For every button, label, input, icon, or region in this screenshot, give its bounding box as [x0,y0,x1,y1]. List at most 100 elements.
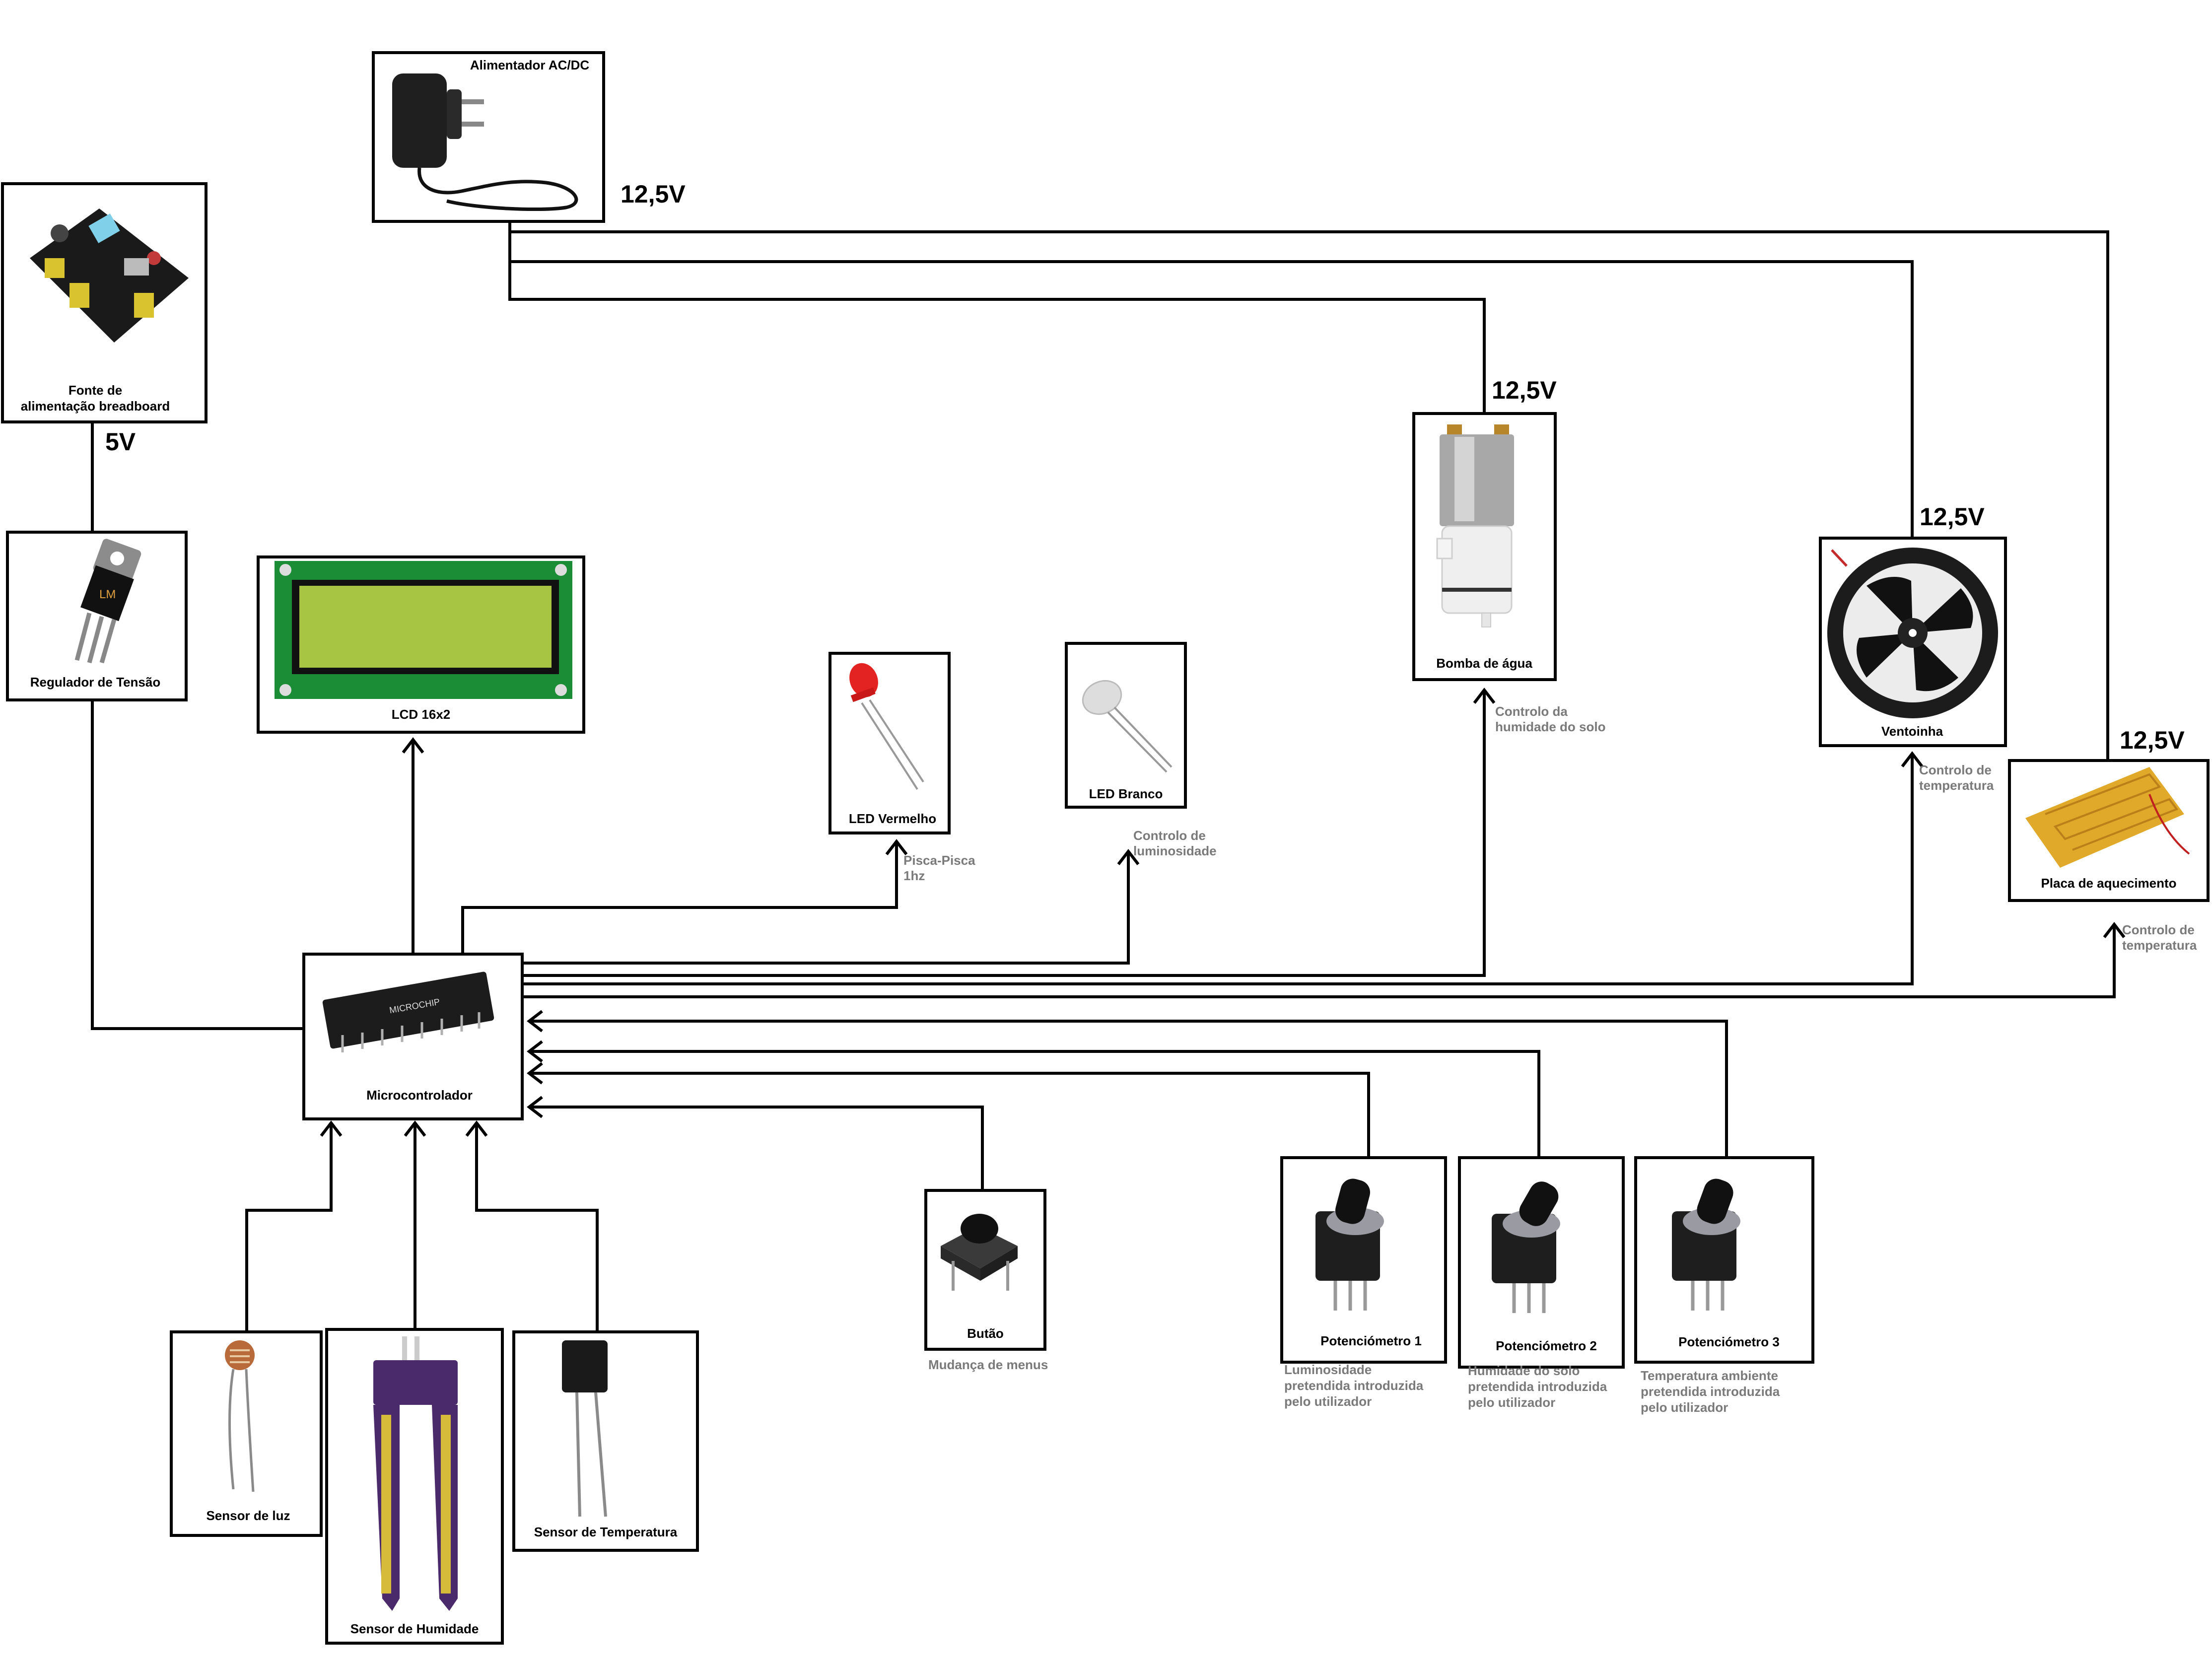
led-white-block: LED Branco [1065,642,1187,809]
breadboard-supply-icon [30,208,189,343]
led-white-note-line1: Controlo de [1133,828,1206,843]
humidity-sensor-box [325,1328,504,1645]
lcd-icon [275,561,572,699]
button-note: Mudança de menus [928,1357,1048,1372]
wire-pot1-mcu [529,1072,1370,1158]
heater-voltage: 12,5V [2120,726,2185,754]
led-white-label: LED Branco [1089,786,1163,801]
heater-block: Placa de aquecimento [2008,759,2210,902]
arrowhead-light-sensor [320,1120,343,1137]
adapter-label: Alimentador AC/DC [470,58,589,72]
led-red-block: LED Vermelho [829,652,951,834]
arrowhead-temp-sensor [465,1120,488,1137]
svg-text:LM: LM [99,588,116,601]
fan-note: Controlo de temperatura [1919,763,1994,793]
pot2-note-line1: Humidade do solo [1468,1363,1580,1378]
led-red-box [829,652,951,834]
regulator-label: Regulador de Tensão [30,675,160,690]
light-sensor-block: Sensor de luz [170,1330,323,1537]
regulator-block: LM Regulador de Tensão [6,531,188,701]
potentiometer-icon [1492,1181,1560,1313]
pot3-note-line2: pretendida introduzida [1641,1384,1780,1399]
led-white-note: Controlo de luminosidade [1133,828,1217,858]
fan-note-line2: temperatura [1919,778,1994,793]
arrowhead-heater [2103,922,2126,938]
pot3-note-line1: Temperatura ambiente [1641,1368,1778,1383]
temp-sensor-icon [562,1340,608,1517]
wire-mcu-fan [522,754,1914,985]
button-label: Butão [967,1326,1004,1341]
pot3-note-line3: pelo utilizador [1641,1400,1728,1415]
arrowhead-pot1 [527,1062,543,1085]
fan-label: Ventoinha [1881,724,1943,739]
red-led-icon [849,663,924,790]
arrowhead-lcd [402,737,424,754]
adapter-voltage: 12,5V [621,180,686,208]
arrowhead-pump [1473,688,1496,704]
pump-icon [1436,424,1514,627]
led-red-note-line2: 1hz [903,868,925,883]
wire-regulator-mcu [91,700,304,1030]
led-red-note: Pisca-Pisca 1hz [903,853,975,883]
fan-block: Ventoinha [1819,537,2007,747]
light-sensor-label: Sensor de luz [206,1508,290,1523]
pot3-note: Temperatura ambiente pretendida introduz… [1641,1368,1780,1415]
wire-button-mcu [529,1106,984,1190]
arrowhead-pot2 [527,1040,543,1063]
fan-voltage: 12,5V [1920,503,1985,531]
heater-note-line2: temperatura [2122,938,2197,953]
humidity-sensor-block: Sensor de Humidade [325,1328,504,1645]
pot1-note-line3: pelo utilizador [1284,1394,1372,1409]
arrowhead-led-red [885,839,908,855]
pot2-note: Humidade do solo pretendida introduzida … [1468,1363,1607,1410]
temp-sensor-block: Sensor de Temperatura [512,1330,699,1552]
arrowhead-fan [1901,751,1924,767]
wire-pot3-mcu [529,1020,1728,1158]
fan-icon [1827,548,1998,718]
wire-adapter-pump [508,262,1486,414]
potentiometer-icon [1315,1179,1384,1311]
wire-mcu-heater [522,924,2116,998]
heater-label: Placa de aquecimento [2041,876,2176,891]
pump-note-line2: humidade do solo [1495,719,1605,734]
wire-mcu-led-red [461,841,898,954]
pot3-label: Potenciómetro 3 [1678,1334,1780,1349]
white-led-icon [1082,680,1173,773]
led-red-label: LED Vermelho [849,811,936,826]
mcu-block: MICROCHIP Microcontrolador [302,953,524,1120]
pot3-block: Potenciómetro 3 [1634,1156,1814,1364]
pump-note: Controlo da humidade do solo [1495,704,1605,734]
wire-adapter-fan [508,232,1914,538]
wire-mcu-led-white [522,851,1130,965]
pot1-block: Potenciómetro 1 [1280,1156,1447,1364]
temp-sensor-label: Sensor de Temperatura [534,1525,678,1539]
pump-label: Bomba de água [1436,656,1532,671]
breadboard-supply-label-line2: alimentação breadboard [21,399,170,414]
heater-icon [2025,767,2190,868]
chip-icon: MICROCHIP [322,971,494,1052]
pump-block: Bomba de água [1412,412,1557,681]
arrow-heads [320,688,2126,1137]
fan-note-line1: Controlo de [1919,763,1992,777]
button-block: Butão [924,1189,1046,1351]
led-white-box [1065,642,1187,809]
wire-mcu-pump [522,690,1486,977]
arrowhead-button [527,1096,543,1118]
mcu-label: Microcontrolador [366,1088,473,1103]
push-button-icon [941,1214,1018,1291]
pump-voltage: 12,5V [1492,376,1557,404]
pump-note-line1: Controlo da [1495,704,1568,719]
soil-probe-icon [373,1336,458,1611]
regulator-icon: LM [74,539,141,664]
adapter-block: Alimentador AC/DC [372,51,605,223]
heater-note-line1: Controlo de [2122,922,2195,937]
wires [91,213,2116,1332]
pot2-note-line3: pelo utilizador [1468,1395,1555,1410]
wire-pot2-mcu [529,1050,1540,1158]
pot2-block: Potenciómetro 2 [1458,1156,1625,1369]
pot1-note: Luminosidade pretendida introduzida pelo… [1284,1362,1424,1409]
pot1-note-line1: Luminosidade [1284,1362,1372,1377]
humidity-sensor-label: Sensor de Humidade [350,1621,479,1636]
pot2-label: Potenciómetro 2 [1496,1338,1597,1353]
